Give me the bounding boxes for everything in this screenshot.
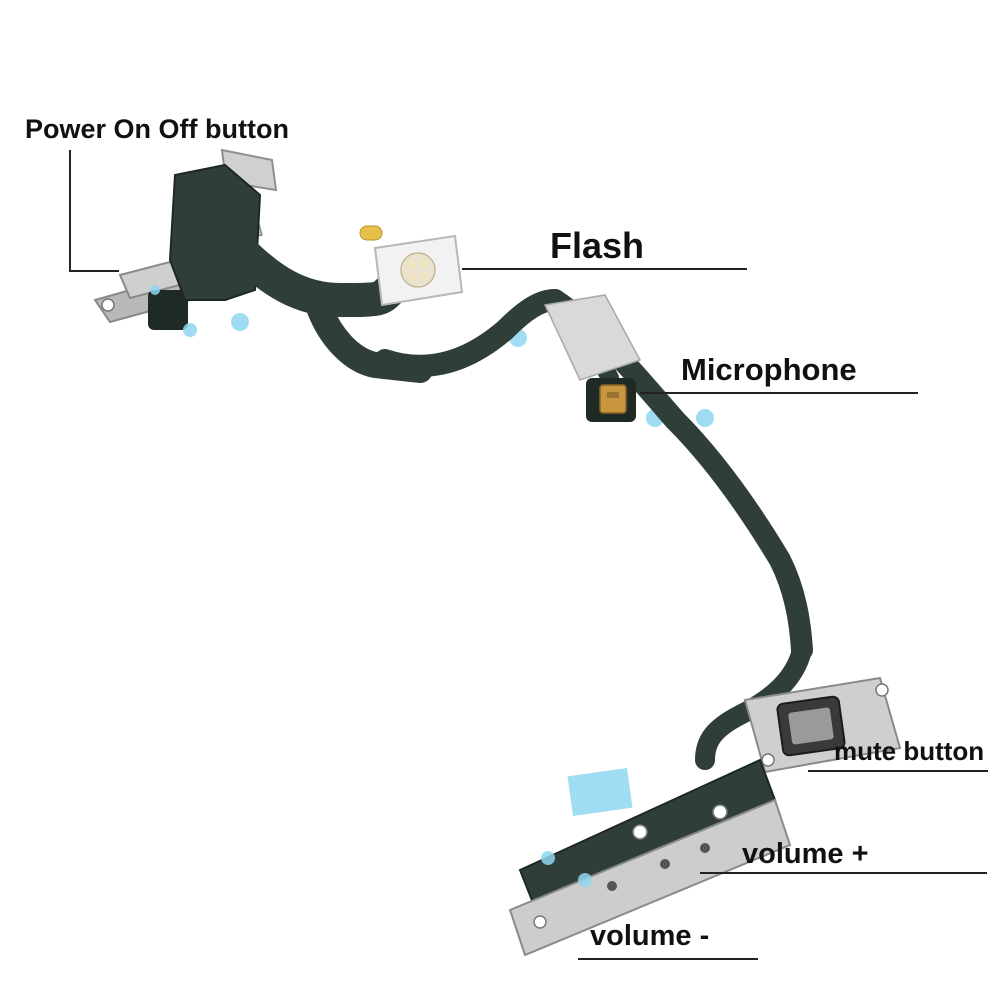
microphone-module (586, 378, 636, 422)
flash-leader (462, 268, 747, 270)
flash-module (359, 225, 464, 307)
mute-button-bracket (743, 676, 902, 774)
power-label: Power On Off button (25, 114, 289, 144)
volume-down-leader (578, 958, 758, 960)
microphone-leader (640, 392, 918, 394)
volume-buttons-bracket (508, 758, 792, 957)
power-leader-vertical (69, 150, 71, 272)
metal-strip (543, 294, 642, 381)
volume-down-label: volume - (590, 920, 710, 952)
mute-leader (808, 770, 988, 772)
microphone-label: Microphone (681, 352, 857, 387)
flex-cable-path (169, 164, 813, 770)
volume-up-leader (700, 872, 987, 874)
flash-label: Flash (550, 225, 645, 266)
mute-label: mute button (834, 736, 985, 766)
power-leader-horizontal (69, 270, 119, 272)
volume-up-label: volume + (742, 838, 869, 870)
